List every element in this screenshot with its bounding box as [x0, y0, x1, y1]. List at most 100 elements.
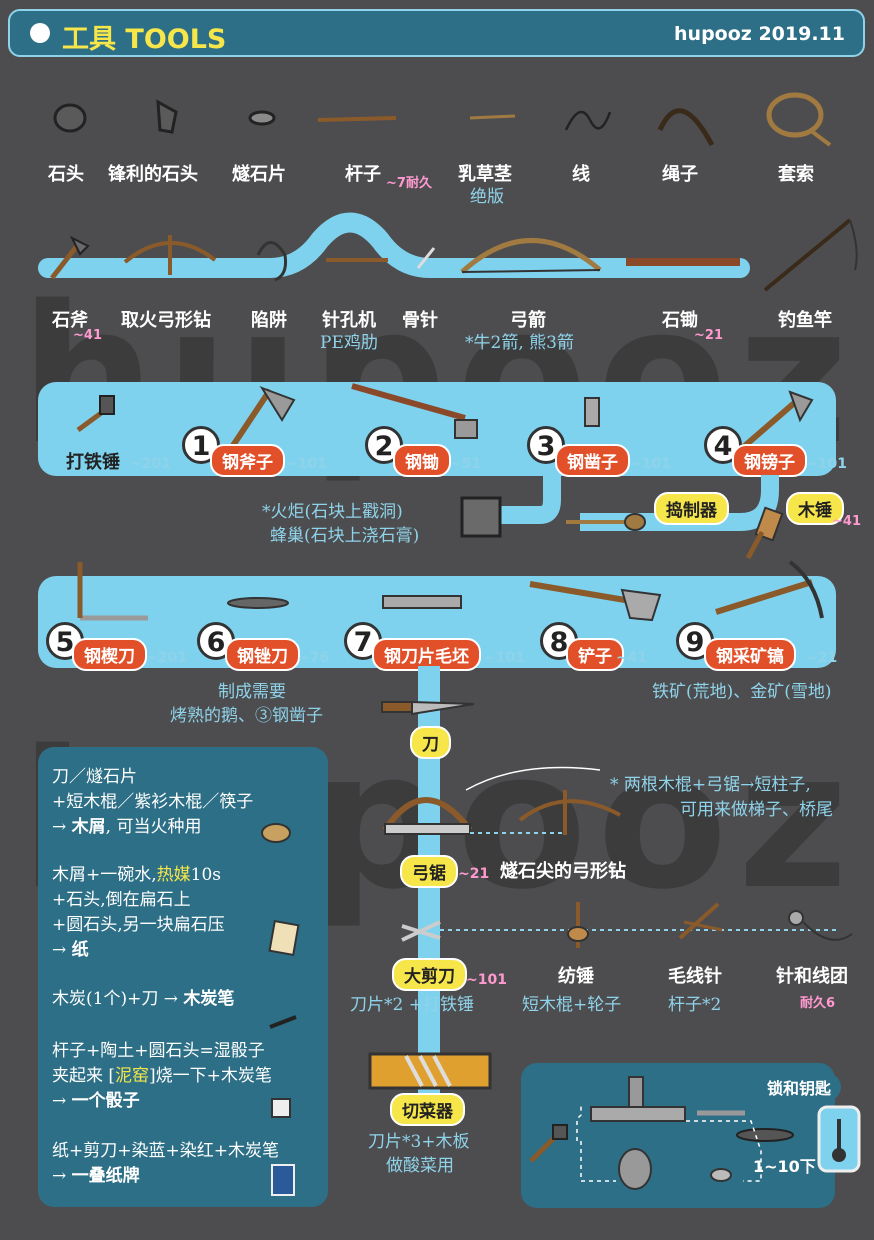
forge-hammer-icon: [76, 395, 115, 433]
steel-blade-blank-durability: ~101: [484, 650, 525, 666]
stone-axe-durability: ~41: [73, 328, 102, 343]
knife-label: 刀: [410, 726, 451, 759]
step-badge-9: 9: [676, 622, 714, 660]
lock-key-illustration: [529, 1076, 861, 1190]
steel-adze-icon: [738, 390, 814, 453]
step-badge-1: 1: [182, 426, 220, 464]
trap-icon: [256, 241, 287, 282]
flint-bow-drill-icon: [518, 790, 621, 835]
steel-chisel-durability: ~101: [630, 456, 671, 472]
recipe-playing-cards: 纸+剪刀+染蓝+染红+木炭笔 → 一叠纸牌: [52, 1141, 279, 1186]
big-scissors-label: 大剪刀: [392, 958, 467, 991]
steel-chisel-label: 钢凿子: [555, 444, 630, 477]
steel-hoe-durability: ~51: [450, 456, 482, 472]
item-label-fire-drill: 取火弓形钻: [121, 310, 211, 331]
shovel-label: 铲子: [566, 638, 624, 671]
item-label-thread: 线: [572, 164, 590, 185]
knife-icon: [381, 700, 475, 716]
lock-key-panel: 锁和钥匙 1~10下: [521, 1063, 861, 1208]
pickaxe-ore-note: 铁矿(荒地)、金矿(雪地): [652, 682, 832, 702]
needle-drill-note: PE鸡肋: [320, 333, 378, 353]
milkweed-icon: [469, 114, 516, 120]
lock-key-range: 1~10下: [753, 1157, 816, 1176]
recipes-panel: 刀／燧石片 +短木棍／紫衫木棍／筷子 → 木屑, 可当火种用 木屑+一碗水,热媒…: [38, 747, 328, 1207]
recipe-charcoal-pencil: 木炭(1个)+刀 → 木炭笔: [52, 989, 235, 1009]
item-label-flint: 燧石片: [232, 164, 286, 185]
steel-adze-label: 钢镑子: [732, 444, 807, 477]
page-header: 工具 TOOLS hupooz 2019.11: [8, 9, 865, 57]
paper-icon: [268, 919, 300, 957]
steel-blade-blank-icon: [382, 595, 462, 609]
item-label-bone-needle: 骨针: [402, 310, 438, 331]
bow-saw-durability: ~21: [458, 866, 490, 882]
item-label-milkweed: 乳草茎: [458, 164, 512, 185]
mallet-label: 木锤: [786, 492, 844, 525]
sharp-stone-icon: [156, 99, 178, 134]
torch-note: *火炬(石块上戳洞): [262, 502, 403, 522]
saw-note-line2: 可用来做梯子、桥尾: [680, 800, 833, 820]
recipe-shavings: 刀／燧石片 +短木棍／紫衫木棍／筷子 → 木屑, 可当火种用: [52, 767, 254, 837]
item-label-stone-axe: 石斧: [52, 310, 88, 331]
steel-axe-durability: ~101: [286, 456, 327, 472]
item-label-rope: 绳子: [662, 164, 698, 185]
spindle-recipe: 短木棍+轮子: [522, 995, 622, 1015]
thread-icon: [564, 110, 612, 131]
steel-file-label: 钢锉刀: [225, 638, 300, 671]
stone-icon: [53, 103, 87, 133]
recipe-paper: 木屑+一碗水,热媒10s +石头,倒在扁石上 +圆石头,另一块扁石压 → 纸: [52, 865, 225, 960]
tamper-icon: [566, 513, 646, 531]
chopping-board-use: 做酸菜用: [386, 1156, 454, 1176]
vertical-connector: [418, 666, 440, 1112]
steel-axe-icon: [227, 386, 296, 452]
item-label-bow: 弓箭: [510, 310, 546, 331]
step-badge-2: 2: [365, 426, 403, 464]
chopping-board-illustration: [368, 1052, 492, 1090]
steel-hoe-label: 钢锄: [393, 444, 451, 477]
forge-hammer-label: 打铁锤: [66, 452, 120, 473]
spindle-label: 纺锤: [558, 966, 594, 987]
bow-icon: [460, 238, 602, 274]
mallet-icon: [745, 506, 784, 560]
recipe-dice: 杆子+陶土+圆石头=湿骰子 夹起来 [泥窑]烧一下+木炭笔 → 一个骰子: [52, 1041, 272, 1111]
wood-shavings-icon: [261, 823, 291, 843]
recipe-icons: [261, 823, 300, 1196]
item-label-stone: 石头: [48, 164, 84, 185]
steel-pickaxe-label: 钢采矿镐: [704, 638, 796, 671]
spindle-icon: [567, 902, 589, 948]
steel-blade-blank-label: 钢刀片毛坯: [372, 638, 481, 671]
item-label-stick: 杆子: [345, 164, 381, 185]
steel-row1-illustrations: [76, 383, 814, 453]
big-scissors-durability: ~101: [466, 972, 507, 988]
needle-yarn-durability: 耐久6: [800, 996, 836, 1011]
stick-durability: ~7耐久: [386, 176, 432, 191]
steel-hoe-icon: [351, 383, 478, 439]
steel-wedge-icon: [77, 562, 148, 621]
playing-cards-icon: [271, 1164, 295, 1196]
knitting-needles-icon: [678, 902, 723, 940]
knitting-needles-recipe: 杆子*2: [668, 995, 722, 1015]
saw-note-line1: * 两根木棍+弓锯→短柱子,: [610, 775, 811, 795]
item-label-needle-drill: 针孔机: [322, 310, 376, 331]
needle-yarn-label: 针和线团: [776, 966, 848, 987]
steel-file-icon: [227, 597, 289, 609]
middle-connectors: [460, 475, 784, 560]
fishing-rod-icon: [763, 218, 858, 292]
bow-saw-label: 弓锯: [400, 855, 458, 888]
flint-icon: [248, 110, 276, 126]
stone-axe-icon: [50, 235, 90, 280]
bow-saw-icon: [382, 797, 473, 835]
blank-requirement-detail: 烤熟的鹅、③钢凿子: [170, 706, 323, 726]
lock-key-label: 锁和钥匙: [757, 1073, 842, 1101]
shovel-icon: [529, 581, 662, 622]
bow-note: *牛2箭, 熊3箭: [465, 333, 574, 353]
needle-yarn-icon: [788, 910, 853, 941]
steel-chisel-icon: [584, 397, 600, 427]
stone-hoe-durability: ~21: [694, 328, 723, 343]
page-title: 工具 TOOLS: [62, 24, 227, 55]
knife-saw-illustrations: [381, 700, 853, 948]
rope-icon: [657, 108, 715, 147]
fire-drill-icon: [123, 235, 217, 275]
forge-hammer-durability: ~201: [130, 456, 171, 472]
milkweed-note: 绝版: [470, 187, 504, 207]
bone-needle-icon: [416, 247, 436, 269]
